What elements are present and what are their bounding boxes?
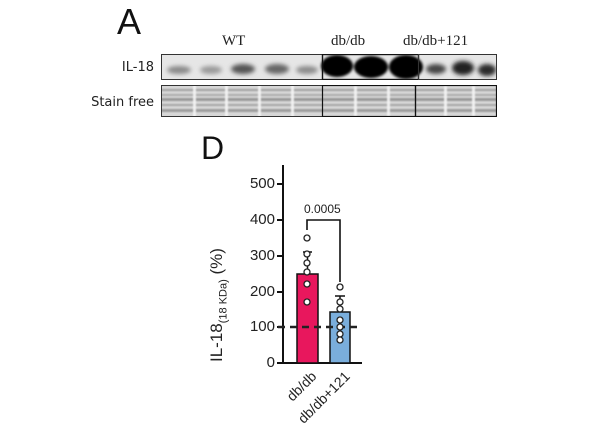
significance-bracket xyxy=(306,219,341,282)
y-tick-100: 100 xyxy=(249,318,275,335)
row-label-stain-free: Stain free xyxy=(91,95,154,110)
y-tick-0: 0 xyxy=(266,354,275,371)
group-label-dbdb-121: db/db+121 xyxy=(403,33,469,49)
panel-d-letter: D xyxy=(201,130,225,166)
y-axis xyxy=(277,165,284,364)
il18-blot-image xyxy=(161,53,497,81)
stain-free-blot xyxy=(161,84,498,118)
il18-blot xyxy=(161,53,497,81)
panel-a-letter: A xyxy=(117,1,142,42)
p-value-label: 0.0005 xyxy=(304,202,341,216)
group-label-wt: WT xyxy=(222,33,246,49)
row-label-il18: IL-18 xyxy=(121,60,154,75)
y-tick-300: 300 xyxy=(249,247,275,264)
data-points-dbdb xyxy=(303,234,311,306)
y-tick-500: 500 xyxy=(249,175,275,192)
y-tick-200: 200 xyxy=(249,283,275,300)
y-tick-400: 400 xyxy=(249,211,275,228)
data-points-dbdb-121 xyxy=(336,283,344,344)
stain-free-blot-image xyxy=(161,84,498,118)
group-label-dbdb: db/db xyxy=(331,33,366,49)
